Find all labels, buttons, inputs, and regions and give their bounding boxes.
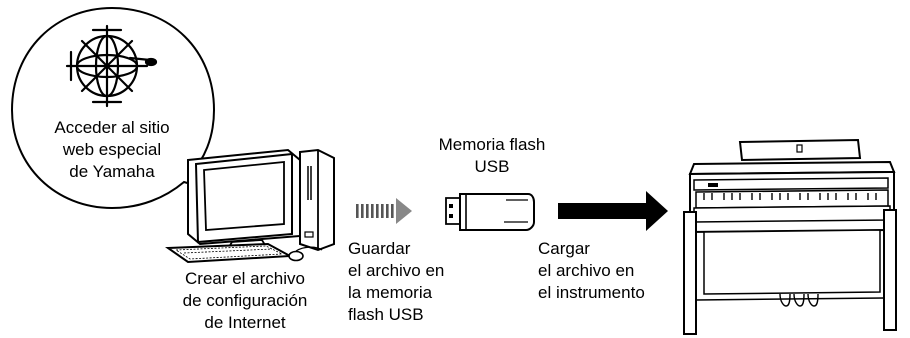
computer-caption-line-2: de configuración bbox=[182, 291, 308, 310]
bubble-line-2: web especial bbox=[62, 140, 162, 159]
bubble-text: Acceder al sitio web especial de Yamaha bbox=[22, 117, 202, 183]
save-step-line-1: Guardar bbox=[348, 239, 411, 258]
usb-title-line-2: USB bbox=[474, 157, 510, 176]
globe-internet-icon bbox=[65, 24, 158, 108]
digital-piano-icon bbox=[683, 138, 897, 335]
bubble-line-3: de Yamaha bbox=[69, 162, 155, 181]
load-arrow bbox=[558, 191, 668, 231]
save-step-line-3: la memoria bbox=[348, 283, 433, 302]
save-arrow bbox=[356, 198, 412, 224]
computer-caption-line-3: de Internet bbox=[204, 313, 286, 332]
load-step-text: Cargar el archivo en el instrumento bbox=[538, 238, 688, 304]
save-step-line-4: flash USB bbox=[348, 305, 424, 324]
usb-title: Memoria flash USB bbox=[412, 134, 572, 178]
save-step-text: Guardar el archivo en la memoria flash U… bbox=[348, 238, 498, 326]
load-step-line-3: el instrumento bbox=[538, 283, 645, 302]
usb-title-line-1: Memoria flash bbox=[438, 135, 546, 154]
load-step-line-2: el archivo en bbox=[538, 261, 635, 280]
load-step-line-1: Cargar bbox=[538, 239, 590, 258]
desktop-computer-icon bbox=[164, 148, 335, 264]
bubble-line-1: Acceder al sitio bbox=[54, 118, 170, 137]
computer-caption-line-1: Crear el archivo bbox=[185, 269, 305, 288]
speech-bubble bbox=[10, 6, 239, 210]
usb-flash-drive-icon bbox=[445, 193, 535, 231]
computer-caption: Crear el archivo de configuración de Int… bbox=[160, 268, 330, 334]
save-step-line-2: el archivo en bbox=[348, 261, 445, 280]
